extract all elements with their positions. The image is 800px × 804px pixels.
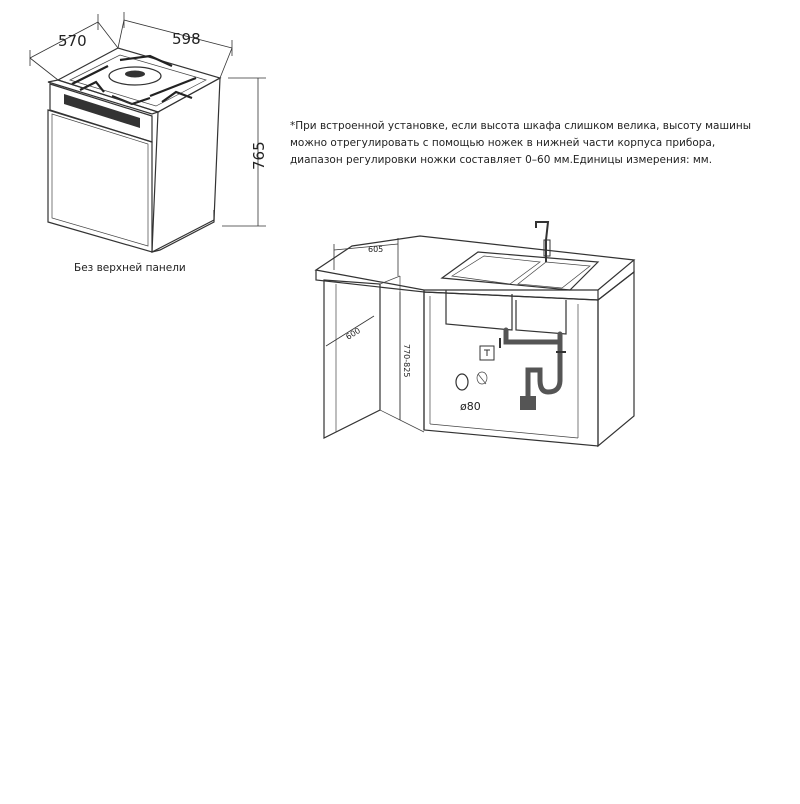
countertop	[314, 235, 636, 291]
dishwasher-drawing: 570 598 765	[29, 12, 268, 254]
hole-diameter-label: ø80	[460, 400, 481, 413]
height-dimension-label: 765	[250, 141, 268, 170]
width-dimension-label: 598	[172, 30, 201, 48]
left-panel	[323, 279, 381, 439]
sink-bowl-left	[450, 255, 541, 285]
sink-cabinet-front	[423, 291, 599, 447]
sink-bowl-right	[517, 261, 591, 289]
sink-cabinet-side	[597, 270, 635, 448]
water-inlet-icon	[479, 345, 495, 361]
drain-pipe	[503, 327, 563, 401]
dishwasher-door	[47, 109, 153, 253]
control-strip	[64, 94, 140, 128]
spray-arm	[108, 66, 162, 86]
installation-note: *При встроенной установке, если высота ш…	[290, 120, 752, 166]
cabinet-drawing: ø80 605 600 770-825	[314, 221, 636, 448]
dishwasher-caption: Без верхней панели	[74, 262, 186, 274]
faucet	[535, 221, 550, 262]
niche-height-label: 770-825	[402, 344, 411, 377]
niche-depth-label: 600	[344, 326, 362, 342]
drain-outlet	[520, 396, 536, 410]
sink-bowl-outline	[440, 251, 600, 291]
niche-width-label: 605	[368, 245, 383, 254]
hole-icon	[455, 373, 469, 391]
dishwasher-side	[151, 76, 221, 254]
depth-dimension-label: 570	[58, 32, 87, 50]
